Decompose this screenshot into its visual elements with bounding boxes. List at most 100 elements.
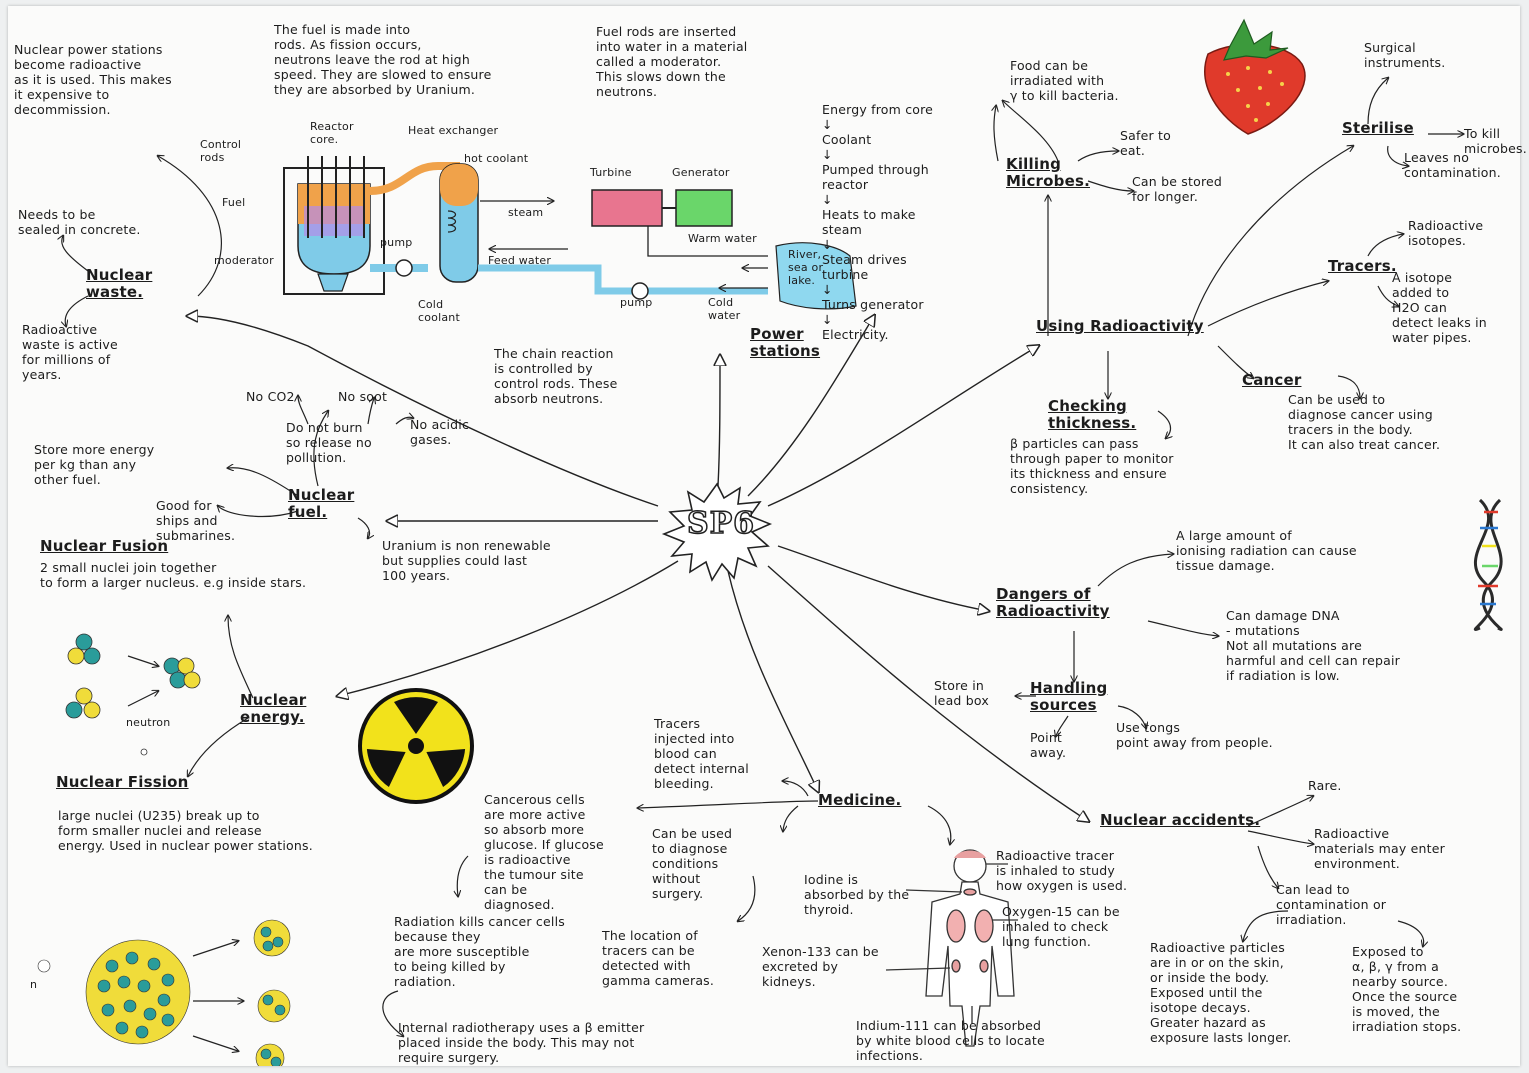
nodes-stored-longer: Can be stored for longer. <box>1132 174 1223 204</box>
nodes-can-lead: Can lead to contamination or irradiation… <box>1276 882 1387 927</box>
center-burst <box>661 482 773 582</box>
nodes-killing-microbes: Killing Microbes. <box>1006 155 1090 190</box>
strawberry-drawing <box>1204 18 1306 135</box>
nodes-indium: Indium-111 can be absorbed by white bloo… <box>856 1018 1045 1063</box>
nodes-radioactive-waste: Radioactive waste is active for millions… <box>22 322 118 382</box>
nodes-chain-reaction: The chain reaction is controlled by cont… <box>494 346 618 406</box>
fission-nuclei-drawing <box>37 919 291 1066</box>
nodes-diagnose-cancer: Can be used to diagnose cancer using tra… <box>1288 392 1441 452</box>
nodes-diagnose-conditions: Can be used to diagnose conditions witho… <box>652 826 733 901</box>
nodes-food-irradiated: Food can be irradiated with γ to kill ba… <box>1010 58 1119 103</box>
nodes-leaves-no: Leaves no contamination. <box>1404 150 1501 180</box>
nodes-to-kill: To kill microbes. <box>1464 126 1527 156</box>
diagram_labels-neutron: neutron <box>126 716 171 729</box>
nodes-needs-sealed: Needs to be sealed in concrete. <box>18 207 141 237</box>
branch-arrow-power-stations <box>747 316 874 497</box>
diagram_labels-hot-coolant: hot coolant <box>464 152 529 165</box>
diagram_labels-n: n <box>30 978 38 991</box>
nodes-decommission: Nuclear power stations become radioactiv… <box>14 42 172 117</box>
branch-arrow-nuclear-energy <box>338 560 679 696</box>
nodes-kills-cancer: Radiation kills cancer cells because the… <box>394 914 565 989</box>
diagram_labels-turbine: Turbine <box>590 166 632 179</box>
nodes-iodine-absorbed: Iodine is absorbed by the thyroid. <box>804 872 910 917</box>
radiation-hazard-symbol <box>358 688 474 804</box>
nodes-cancer: Cancer <box>1242 371 1302 389</box>
nodes-no-soot: No soot <box>338 389 388 404</box>
nodes-nuclear-waste: Nuclear waste. <box>86 266 153 301</box>
nodes-store-energy: Store more energy per kg than any other … <box>34 442 155 487</box>
diagram_labels-control-rods: Control rods <box>200 138 242 164</box>
branch-arrow-chain-reaction <box>718 356 720 487</box>
branch-arrow-medicine <box>727 570 818 791</box>
nodes-no-acidic: No acidic gases. <box>410 417 470 447</box>
nodes-exposed-to: Exposed to α, β, γ from a nearby source.… <box>1352 944 1462 1034</box>
dna-drawing <box>1473 498 1503 631</box>
diagram_labels-generator: Generator <box>672 166 730 179</box>
branch-arrow-nuclear-accidents <box>767 565 1088 821</box>
nodes-radioactive-isotopes: Radioactive isotopes. <box>1408 218 1484 248</box>
nodes-fuel-rods-inserted: Fuel rods are inserted into water in a m… <box>596 24 748 99</box>
diagram_labels-moderator: moderator <box>214 254 274 267</box>
nodes-xenon-excreted: Xenon-133 can be excreted by kidneys. <box>762 944 879 989</box>
branch-arrow-using-radioactivity <box>767 346 1038 507</box>
branch-arrow-dangers <box>777 545 988 611</box>
nodes-using-radioactivity: Using Radioactivity <box>1036 317 1204 335</box>
nodes-oxygen-inhaled: Oxygen-15 can be inhaled to check lung f… <box>1002 904 1120 949</box>
diagram_labels-feed-water: Feed water <box>488 254 552 267</box>
diagram_labels-pump-top: pump <box>380 236 413 249</box>
nodes-beta-particles: β particles can pass through paper to mo… <box>1010 436 1174 496</box>
mind-map-sheet: SP6 <box>8 6 1520 1066</box>
nodes-not-burn: Do not burn so release no pollution. <box>286 420 372 465</box>
nodes-sterilise: Sterilise <box>1342 119 1414 137</box>
nodes-point-away: Point away. <box>1030 730 1067 760</box>
nodes-use-tongs: Use tongs point away from people. <box>1116 720 1273 750</box>
diagram-drawing <box>37 18 1503 1066</box>
nodes-handling: Handling sources <box>1030 679 1108 714</box>
nodes-location-tracers: The location of tracers can be detected … <box>602 928 715 988</box>
diagram_labels-fuel: Fuel <box>222 196 246 209</box>
nodes-fuel-made: The fuel is made into rods. As fission o… <box>274 22 492 97</box>
nodes-nuclear-energy: Nuclear energy. <box>240 691 307 726</box>
nodes-nuclear-accidents: Nuclear accidents. <box>1100 811 1261 829</box>
nodes-tracers: Tracers. <box>1328 257 1397 275</box>
nodes-power-station-steps: Energy from core ↓ Coolant ↓ Pumped thro… <box>822 102 934 342</box>
diagram_labels-steam: steam <box>508 206 544 219</box>
nodes-isotope-added: A isotope added to H2O can detect leaks … <box>1392 270 1487 345</box>
nodes-tracers-injected: Tracers injected into blood can detect i… <box>654 716 749 791</box>
nodes-radioactive-particles: Radioactive particles are in or on the s… <box>1150 940 1292 1045</box>
nodes-medicine: Medicine. <box>818 791 902 809</box>
nodes-fission-title: Nuclear Fission <box>56 773 189 791</box>
human-body-drawing <box>885 849 1018 1047</box>
nodes-fusion-text: 2 small nuclei join together to form a l… <box>40 560 307 590</box>
nodes-power-stations: Power stations <box>750 325 821 360</box>
nodes-safer-to-eat: Safer to eat. <box>1120 128 1171 158</box>
nodes-nuclear-fuel: Nuclear fuel. <box>288 486 355 521</box>
nodes-no-co2: No CO2 <box>246 389 295 404</box>
nodes-internal-radiotherapy: Internal radiotherapy uses a β emitter p… <box>398 1020 645 1065</box>
diagram_labels-river: River, sea or lake. <box>788 248 824 287</box>
branch-arrow-nuclear-waste <box>188 316 659 507</box>
center-label: SP6 <box>686 505 756 542</box>
nodes-rare: Rare. <box>1308 778 1342 793</box>
diagram_labels-warm-water: Warm water <box>688 232 757 245</box>
nodes-large-amount: A large amount of ionising radiation can… <box>1176 528 1357 573</box>
fusion-nuclei-drawing <box>65 633 201 756</box>
nodes-dangers: Dangers of Radioactivity <box>996 585 1110 620</box>
nodes-cancerous-cells: Cancerous cells are more active so absor… <box>484 792 604 912</box>
nodes-uranium: Uranium is non renewable but supplies co… <box>382 538 551 583</box>
nodes-good-ships: Good for ships and submarines. <box>156 498 236 543</box>
diagram_labels-cold-water: Cold water <box>708 296 741 322</box>
nodes-store-lead: Store in lead box <box>934 678 989 708</box>
nodes-fusion-title: Nuclear Fusion <box>40 537 169 555</box>
nodes-radioactive-iodine: Radioactive tracer is inhaled to study h… <box>996 848 1128 893</box>
diagram_labels-cold-coolant: Cold coolant <box>418 298 460 324</box>
diagram_labels-pump-bottom: pump <box>620 296 653 309</box>
nodes-damage-dna: Can damage DNA - mutations Not all mutat… <box>1226 608 1401 683</box>
reactor-diagram <box>283 156 857 310</box>
nodes-checking-thickness: Checking thickness. <box>1048 397 1137 432</box>
diagram_labels-reactor-core: Reactor core. <box>310 120 354 146</box>
nodes-fission-text: large nuclei (U235) break up to form sma… <box>58 808 313 853</box>
nodes-radioactive-materials: Radioactive materials may enter environm… <box>1314 826 1446 871</box>
nodes-surgical: Surgical instruments. <box>1364 40 1446 70</box>
diagram_labels-heat-exchanger: Heat exchanger <box>408 124 499 137</box>
